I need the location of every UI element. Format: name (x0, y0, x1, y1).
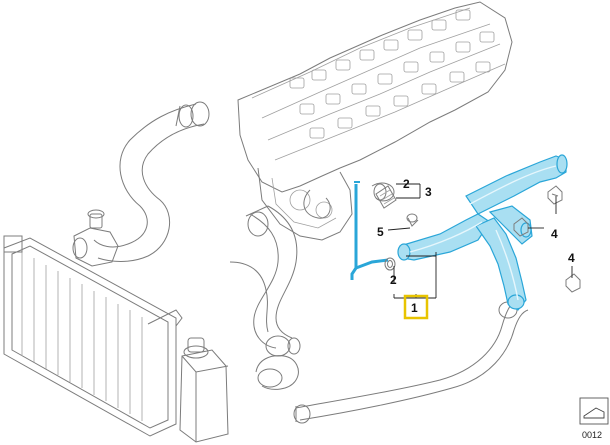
cylinder-head (237, 1, 513, 241)
upper-radiator-hose (72, 101, 210, 267)
leader-lines (387, 183, 573, 299)
bolt-top (547, 185, 563, 205)
bolt-middle (513, 217, 529, 237)
lower-hose (229, 205, 301, 390)
callout-2-clip: 2 (403, 177, 410, 191)
callout-5: 5 (377, 225, 384, 239)
radiator (3, 235, 183, 437)
hose-clip (371, 182, 395, 202)
callout-1: 1 (411, 301, 418, 315)
callout-3: 3 (425, 185, 432, 199)
bleed-screw (375, 185, 397, 209)
coolant-pipe-assembly (397, 154, 568, 311)
callout-1-highlight-box (403, 294, 429, 320)
expansion-tank (179, 337, 229, 443)
corner-reference-number: 0012 (582, 430, 602, 440)
o-ring (384, 257, 396, 271)
callout-2-pipe: 2 (390, 273, 397, 287)
corner-reference-box: 0012 (579, 397, 609, 440)
small-bleed-pipe (350, 181, 389, 280)
callout-4-lower: 4 (568, 251, 575, 265)
seal-ring (406, 213, 419, 227)
callout-4-top: 4 (551, 227, 558, 241)
bolt-lower (565, 273, 581, 293)
